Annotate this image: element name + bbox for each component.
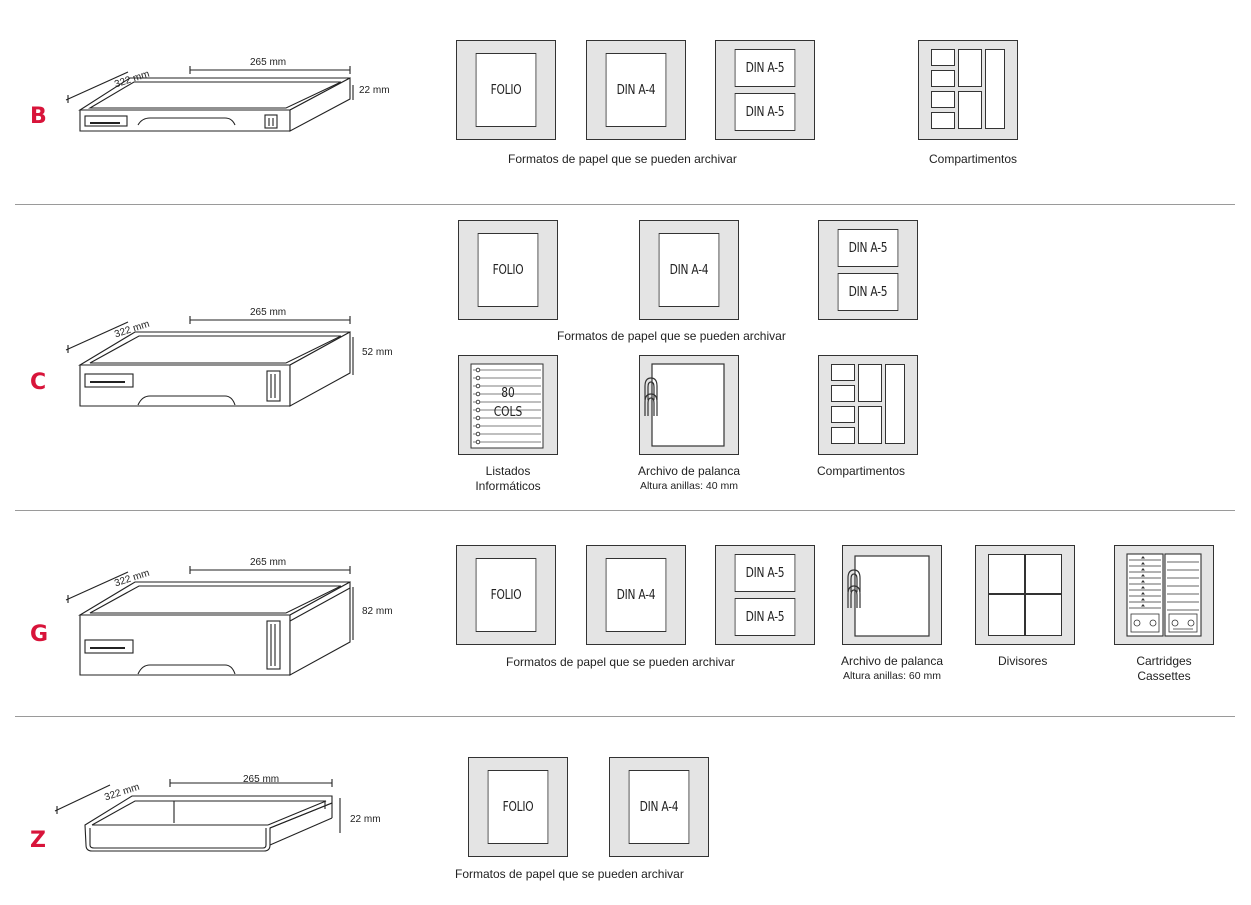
divider-1 [15, 204, 1235, 205]
dim-height-b: 22 mm [359, 85, 390, 96]
paper-folio: FOLIO [475, 558, 537, 632]
caption-listings-c: Listados Informáticos [475, 464, 541, 493]
format-folio-c: FOLIO [458, 220, 558, 320]
divider-3 [15, 716, 1235, 717]
lever-arch-icon-g [842, 545, 942, 645]
format-a4-b: DIN A-4 [586, 40, 686, 140]
paper-folio: FOLIO [477, 233, 539, 307]
paper-a5-bottom: DIN A-5 [837, 273, 899, 311]
dim-width-g: 265 mm [250, 557, 287, 568]
paper-a4: DIN A-4 [605, 53, 667, 127]
cartridges-icon-g [1114, 545, 1214, 645]
format-a4-z: DIN A-4 [609, 757, 709, 857]
listing-label-cols: COLS [493, 405, 523, 420]
caption-formats-b: Formatos de papel que se pueden archivar [508, 152, 737, 166]
caption-formats-g: Formatos de papel que se pueden archivar [506, 655, 735, 669]
format-a4-c: DIN A-4 [639, 220, 739, 320]
caption-dividers-g: Divisores [998, 654, 1048, 668]
drawer-c-illustration [65, 316, 354, 407]
paper-folio: FOLIO [475, 53, 537, 127]
format-a5-c: DIN A-5 DIN A-5 [818, 220, 918, 320]
dim-height-g: 82 mm [362, 606, 393, 617]
paper-a5-top: DIN A-5 [734, 49, 796, 87]
divider-2 [15, 510, 1235, 511]
format-a4-g: DIN A-4 [586, 545, 686, 645]
paper-a4: DIN A-4 [628, 770, 690, 844]
listing-label-80: 80 [501, 386, 515, 401]
section-letter-z: Z [30, 828, 46, 853]
lever-arch-icon-c [639, 355, 739, 455]
dim-width-b: 265 mm [250, 57, 287, 68]
format-folio-b: FOLIO [456, 40, 556, 140]
paper-folio: FOLIO [487, 770, 549, 844]
paper-a4: DIN A-4 [658, 233, 720, 307]
caption-formats-c: Formatos de papel que se pueden archivar [557, 329, 786, 343]
dividers-icon-g [975, 545, 1075, 645]
paper-a4: DIN A-4 [605, 558, 667, 632]
tray-z-illustration [54, 779, 341, 852]
caption-formats-z: Formatos de papel que se pueden archivar [455, 867, 684, 881]
paper-a5-top: DIN A-5 [837, 229, 899, 267]
paper-a5-bottom: DIN A-5 [734, 93, 796, 131]
caption-compartments-b: Compartimentos [929, 152, 1018, 166]
format-folio-z: FOLIO [468, 757, 568, 857]
dim-width-c: 265 mm [250, 307, 287, 318]
paper-a5-top: DIN A-5 [734, 554, 796, 592]
paper-a5-bottom: DIN A-5 [734, 598, 796, 636]
caption-lever-c: Archivo de palanca Altura anillas: 40 mm [637, 464, 741, 492]
dim-height-c: 52 mm [362, 347, 393, 358]
dim-width-z: 265 mm [243, 774, 280, 785]
format-a5-b: DIN A-5 DIN A-5 [715, 40, 815, 140]
drawer-g-illustration [65, 566, 354, 676]
format-a5-g: DIN A-5 DIN A-5 [715, 545, 815, 645]
listing-icon-c: 80 COLS [458, 355, 558, 455]
compartments-c [818, 355, 918, 455]
format-folio-g: FOLIO [456, 545, 556, 645]
section-letter-g: G [30, 622, 49, 647]
drawer-b-illustration [65, 66, 354, 132]
caption-cartridges-g: Cartridges Cassettes [1136, 654, 1192, 683]
section-letter-c: C [30, 370, 47, 395]
section-letter-b: B [30, 104, 47, 129]
dim-height-z: 22 mm [350, 814, 381, 825]
compartments-b [918, 40, 1018, 140]
caption-compartments-c: Compartimentos [817, 464, 906, 478]
caption-lever-g: Archivo de palanca Altura anillas: 60 mm [840, 654, 944, 682]
